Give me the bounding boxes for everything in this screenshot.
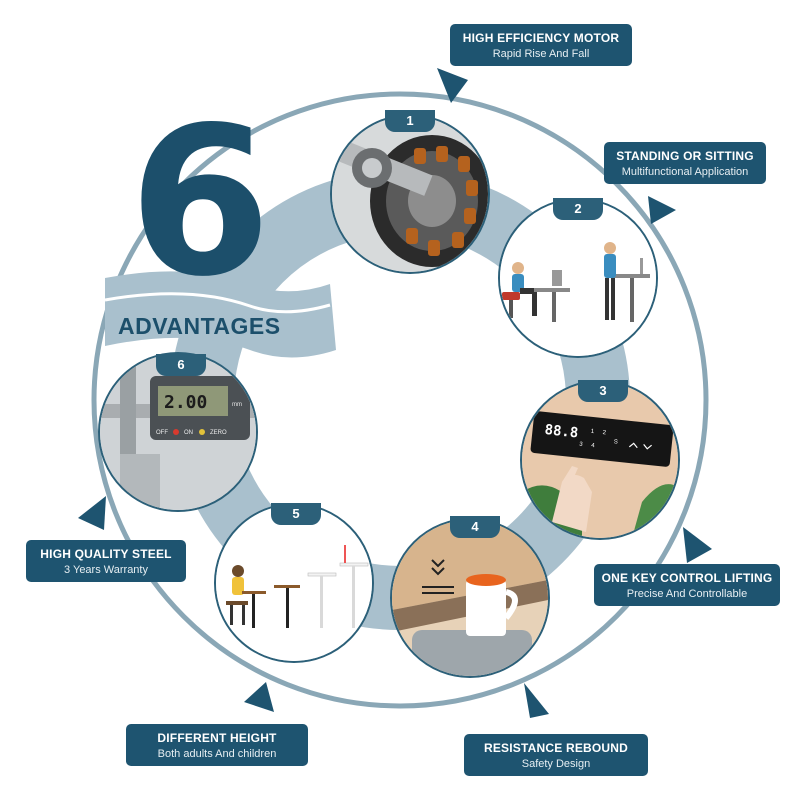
- control-panel-illustration: 88.8 1 2 3 4 S: [522, 382, 678, 538]
- advantage-5-subtitle: Both adults And children: [157, 748, 277, 760]
- advantage-3-image: 88.8 1 2 3 4 S: [520, 380, 680, 540]
- caliper-illustration: 2.00 mm OFF ON ZERO: [100, 354, 256, 510]
- advantage-6-label: HIGH QUALITY STEEL 3 Years Warranty: [26, 540, 186, 582]
- advantage-6-number: 6: [156, 354, 206, 376]
- arrow-icon: [437, 68, 468, 103]
- advantage-5-label: DIFFERENT HEIGHT Both adults And childre…: [126, 724, 308, 766]
- desk-heights-illustration: [216, 505, 372, 661]
- motor-illustration: [332, 116, 488, 272]
- advantage-3-title: ONE KEY CONTROL LIFTING: [601, 571, 773, 585]
- arrow-icon: [244, 682, 274, 712]
- advantage-4-number: 4: [450, 516, 500, 538]
- advantage-4-label: RESISTANCE REBOUND Safety Design: [464, 734, 648, 776]
- advantage-5-title: DIFFERENT HEIGHT: [157, 731, 277, 745]
- ribbon-highlight: [104, 292, 331, 314]
- compress-arrows-icon: [422, 559, 454, 594]
- panel-key-1: 1: [590, 429, 595, 435]
- panel-key-s: S: [613, 439, 618, 445]
- caliper-on: ON: [184, 430, 193, 436]
- caliper-reading: 2.00: [164, 392, 207, 413]
- advantage-4-title: RESISTANCE REBOUND: [483, 741, 629, 755]
- advantage-4-image: [390, 518, 550, 678]
- advantage-3-number: 3: [578, 380, 628, 402]
- caliper-off: OFF: [156, 430, 168, 436]
- advantage-1-subtitle: Rapid Rise And Fall: [492, 48, 590, 60]
- panel-key-2: 2: [602, 430, 607, 436]
- advantage-2-title: STANDING OR SITTING: [616, 149, 754, 163]
- arrow-icon: [648, 196, 676, 224]
- hero-word: ADVANTAGES: [118, 313, 281, 339]
- advantage-1-number: 1: [385, 110, 435, 132]
- advantage-6-image: 2.00 mm OFF ON ZERO: [98, 352, 258, 512]
- outer-ring: [91, 91, 709, 709]
- advantage-2-number: 2: [553, 198, 603, 220]
- sit-stand-illustration: [500, 200, 656, 356]
- panel-key-3: 3: [579, 442, 584, 448]
- advantage-5-image: [214, 503, 374, 663]
- arrow-icon: [78, 496, 106, 530]
- arrow-icon: [683, 527, 712, 563]
- advantage-6-subtitle: 3 Years Warranty: [64, 564, 148, 576]
- advantage-6-title: HIGH QUALITY STEEL: [40, 547, 172, 561]
- advantage-1-title: HIGH EFFICIENCY MOTOR: [462, 31, 620, 45]
- advantage-2-subtitle: Multifunctional Application: [621, 166, 749, 178]
- panel-display: 88.8: [544, 422, 579, 441]
- advantage-1-image: [330, 114, 490, 274]
- advantage-3-subtitle: Precise And Controllable: [626, 588, 748, 600]
- advantage-5-number: 5: [271, 503, 321, 525]
- hero-number: 6: [128, 84, 272, 322]
- advantage-4-subtitle: Safety Design: [521, 758, 591, 770]
- caliper-zero: ZERO: [210, 430, 227, 436]
- advantage-3-label: ONE KEY CONTROL LIFTING Precise And Cont…: [594, 564, 780, 606]
- arrow-icon: [524, 683, 549, 718]
- advantage-1-label: HIGH EFFICIENCY MOTOR Rapid Rise And Fal…: [450, 24, 632, 66]
- mug-desk-illustration: [392, 520, 548, 676]
- caliper-unit: mm: [232, 402, 242, 408]
- advantage-2-image: [498, 198, 658, 358]
- advantage-2-label: STANDING OR SITTING Multifunctional Appl…: [604, 142, 766, 184]
- panel-key-4: 4: [591, 443, 596, 449]
